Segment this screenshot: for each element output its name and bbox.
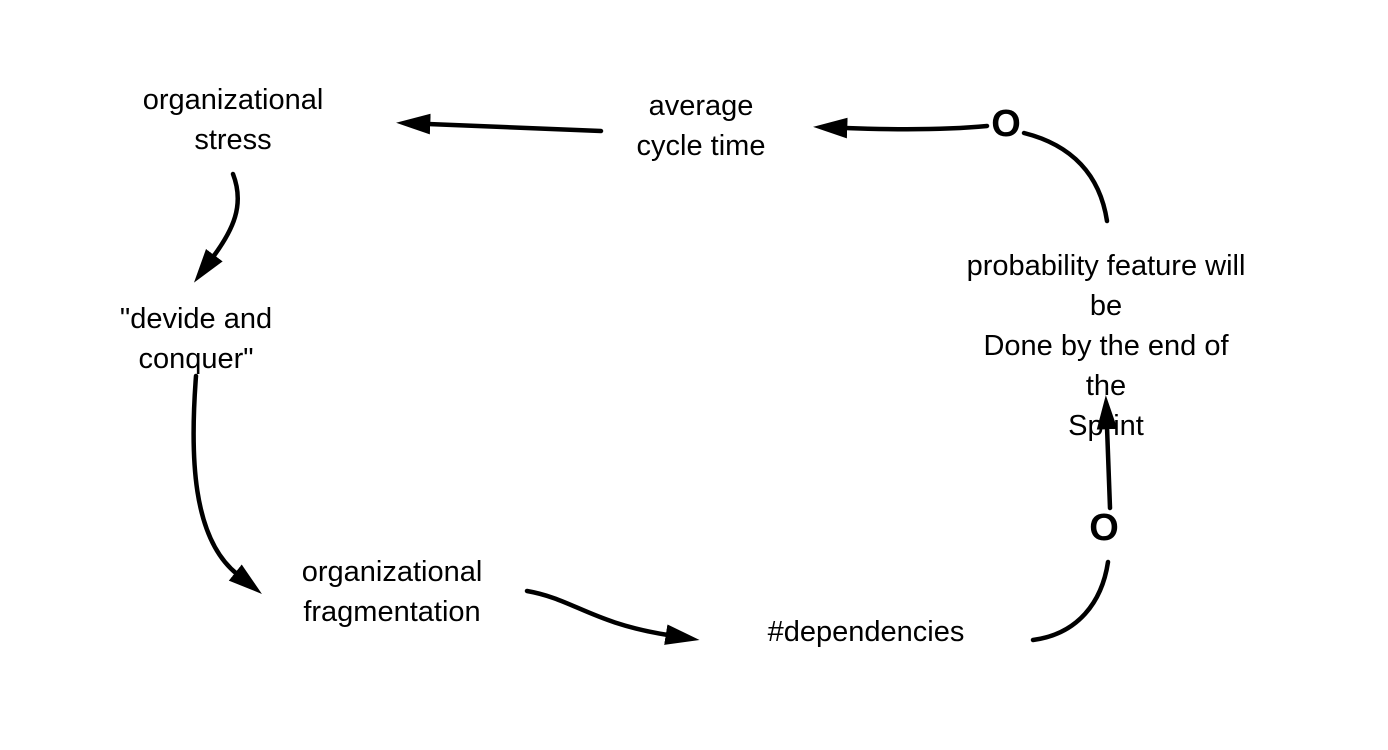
edge-probability-to-avg-cycle-time-arrow-segment [813, 117, 990, 139]
node-average-cycle-time: average cycle time [636, 90, 766, 162]
polarity-marker-top-o: O [991, 103, 1021, 145]
edge-dependencies-to-probability-tail-segment [1030, 559, 1111, 643]
edge-organizational-stress-to-devide-and-conquer [193, 171, 241, 283]
edge-avg-cycle-time-to-organizational-stress [396, 113, 604, 135]
node-devide-and-conquer: "devide and conquer" [119, 303, 273, 375]
edge-organizational-fragmentation-to-dependencies [524, 588, 700, 645]
node-organizational-stress: organizational stress [142, 84, 324, 156]
edge-devide-and-conquer-to-organizational-fragmentation [191, 373, 262, 594]
node-organizational-fragmentation: organizational fragmentation [301, 556, 483, 628]
edge-dependencies-to-probability-arrow-segment [1096, 395, 1118, 511]
node-dependencies: #dependencies [767, 616, 965, 648]
edge-probability-to-avg-cycle-time-tail-segment [1021, 130, 1110, 224]
polarity-marker-bottom-o: O [1089, 507, 1119, 549]
node-probability-feature-done: probability feature will be Done by the … [966, 250, 1246, 442]
